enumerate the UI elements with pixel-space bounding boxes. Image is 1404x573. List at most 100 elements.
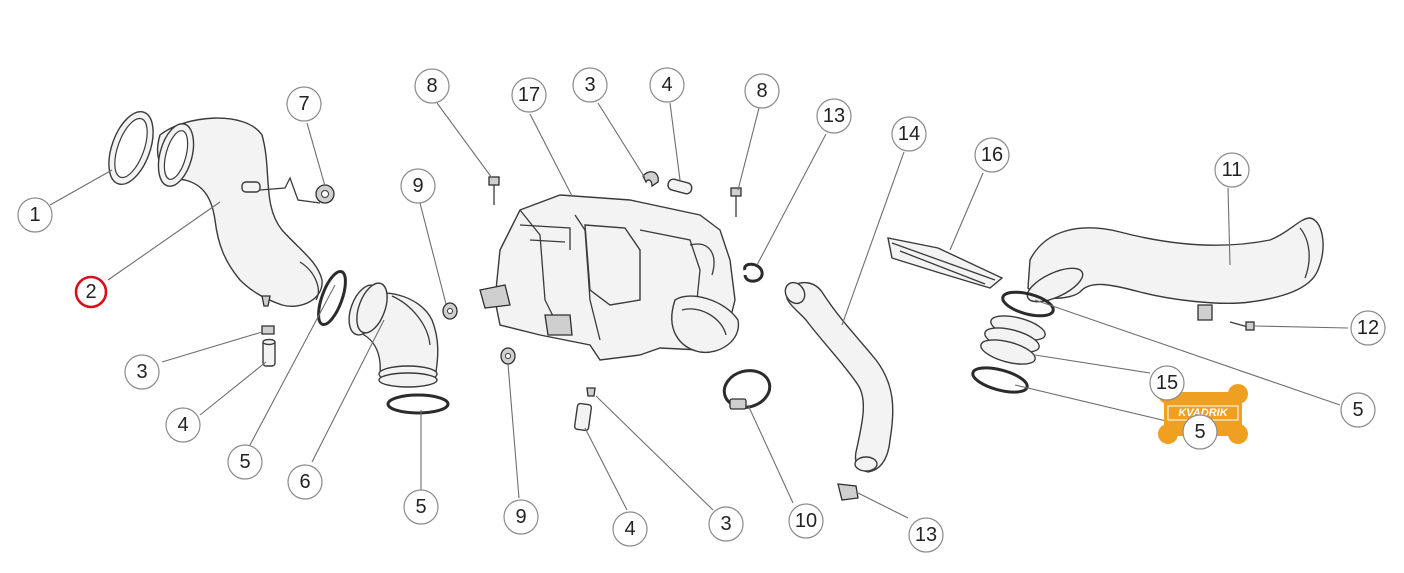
callout-number: 5 <box>239 451 250 473</box>
callout-10: 10 <box>788 503 824 539</box>
callout-5: 5 <box>1182 414 1218 450</box>
callout-circle <box>1340 392 1376 428</box>
callout-number: 6 <box>299 471 310 493</box>
callout-number: 13 <box>823 105 845 127</box>
callout-circle <box>649 67 685 103</box>
callout-circle <box>891 116 927 152</box>
callout-3: 3 <box>572 67 608 103</box>
part-5-clamp-bottom <box>386 393 450 415</box>
part-7-nut <box>315 184 335 204</box>
callout-number: 5 <box>1352 399 1363 421</box>
callout-circle <box>286 86 322 122</box>
callout-number: 5 <box>415 496 426 518</box>
callout-circle <box>227 444 263 480</box>
callout-circle <box>816 98 852 134</box>
callout-4: 4 <box>165 407 201 443</box>
callout-circle <box>503 499 539 535</box>
callout-circle <box>1182 414 1218 450</box>
callout-number: 12 <box>1357 317 1379 339</box>
callout-number: 14 <box>898 123 920 145</box>
part-17-airbox <box>479 194 740 361</box>
callout-8: 8 <box>414 68 450 104</box>
callout-circle <box>403 489 439 525</box>
callout-circle <box>1350 310 1386 346</box>
callout-1: 1 <box>17 197 53 233</box>
callout-13: 13 <box>908 517 944 553</box>
part-5-clamp-left <box>317 269 347 327</box>
callout-number: 3 <box>136 361 147 383</box>
callout-circle <box>1149 365 1185 401</box>
callout-number: 16 <box>981 144 1003 166</box>
watermark-text: KVADRIK <box>1178 407 1228 419</box>
callout-circle <box>708 506 744 542</box>
callout-number: 11 <box>1222 159 1243 181</box>
callout-2: 2 <box>74 275 108 309</box>
callout-circle <box>287 464 323 500</box>
callout-4: 4 <box>649 67 685 103</box>
callout-17: 17 <box>511 77 547 113</box>
callout-circle <box>908 517 944 553</box>
callout-circle <box>17 197 53 233</box>
callout-5: 5 <box>403 489 439 525</box>
callout-circle <box>165 407 201 443</box>
callout-number: 9 <box>515 506 526 528</box>
callout-4: 4 <box>612 511 648 547</box>
part-8-bolts <box>488 176 742 217</box>
callout-circle <box>788 503 824 539</box>
callout-number: 8 <box>756 80 767 102</box>
callout-14: 14 <box>891 116 927 152</box>
callout-circle <box>744 73 780 109</box>
part-6-elbow-boot <box>348 282 439 388</box>
callout-circle <box>1214 152 1250 188</box>
callout-number: 10 <box>795 510 817 532</box>
callout-number: 2 <box>85 281 96 303</box>
callout-number: 1 <box>29 204 40 226</box>
callout-number: 5 <box>1194 421 1205 443</box>
callout-11: 11 <box>1214 152 1250 188</box>
callout-16: 16 <box>974 137 1010 173</box>
callout-5: 5 <box>1340 392 1376 428</box>
callout-7: 7 <box>286 86 322 122</box>
callout-circle <box>124 354 160 390</box>
callout-number: 9 <box>412 175 423 197</box>
callout-15: 15 <box>1149 365 1185 401</box>
part-2-intake-tube <box>156 117 323 307</box>
callout-number: 13 <box>915 524 937 546</box>
callout-8: 8 <box>744 73 780 109</box>
part-13-clip-top <box>743 262 764 283</box>
part-13-clip-bottom <box>837 483 859 501</box>
callout-3: 3 <box>124 354 160 390</box>
callout-number: 3 <box>584 74 595 96</box>
callout-number: 17 <box>518 84 540 106</box>
callout-6: 6 <box>287 464 323 500</box>
callout-number: 4 <box>177 414 188 436</box>
callout-number: 4 <box>661 74 672 96</box>
callout-number: 15 <box>1156 372 1178 394</box>
callout-circle-highlighted <box>74 275 108 309</box>
callout-number: 7 <box>298 93 309 115</box>
part-10-clamp <box>722 369 772 410</box>
bottom-clip-sleeve <box>573 387 596 432</box>
callout-5: 5 <box>227 444 263 480</box>
part-16-filter <box>887 237 1004 289</box>
part-11-outlet-tube <box>1026 217 1324 321</box>
callout-9: 9 <box>400 168 436 204</box>
part-14-hose <box>784 281 894 473</box>
part-12-bolt <box>1229 321 1255 331</box>
callout-3: 3 <box>708 506 744 542</box>
callout-number: 3 <box>720 513 731 535</box>
left-clip-sleeve <box>261 325 276 367</box>
part-1-gasket <box>108 111 154 185</box>
callout-12: 12 <box>1350 310 1386 346</box>
top-clip-sleeve <box>642 171 693 195</box>
callout-13: 13 <box>816 98 852 134</box>
part-9-grommets <box>442 302 516 365</box>
callout-circle <box>400 168 436 204</box>
watermark-logo: KVADRIK <box>1158 384 1248 444</box>
callout-circle <box>414 68 450 104</box>
callout-circle <box>612 511 648 547</box>
callout-number: 8 <box>426 75 437 97</box>
callout-circle <box>572 67 608 103</box>
